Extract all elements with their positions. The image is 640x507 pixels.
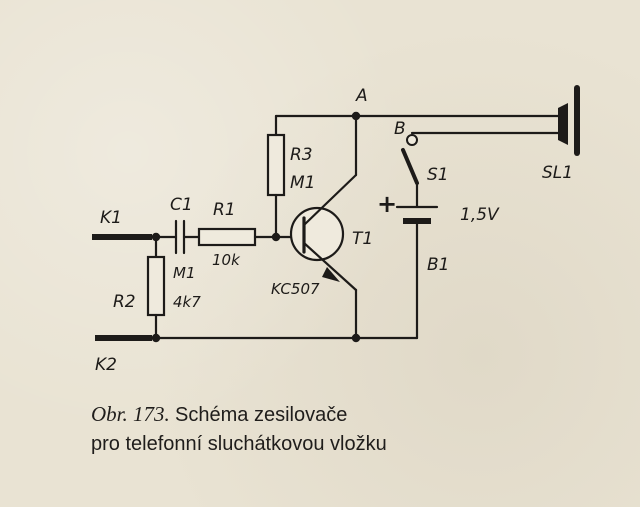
junction-emitter <box>351 333 361 343</box>
label-c1-value: M1 <box>173 264 196 282</box>
label-r3: R3 <box>290 145 313 165</box>
label-t1-type: KC507 <box>271 280 320 298</box>
label-sl1: SL1 <box>542 163 573 183</box>
caption-line-2: pro telefonní sluchátkovou vložku <box>91 433 387 455</box>
junction-k1 <box>151 232 161 242</box>
label-t1: T1 <box>352 229 373 249</box>
label-b1: B1 <box>427 255 449 275</box>
label-node-b: B <box>394 119 406 139</box>
transistor-t1-emitter-arrow <box>322 267 340 282</box>
switch-s1-lever <box>401 148 419 185</box>
transistor-t1-collector <box>302 173 358 227</box>
label-k1: K1 <box>100 208 122 228</box>
label-r2: R2 <box>113 292 136 312</box>
label-r1: R1 <box>213 200 236 220</box>
transistor-t1-emitter <box>302 241 358 292</box>
label-s1: S1 <box>427 165 449 185</box>
figure-caption: Obr. 173. Schéma zesilovače pro telefonn… <box>91 400 621 459</box>
junction-node-a <box>351 111 361 121</box>
caption-title: Schéma zesilovače <box>175 404 348 426</box>
caption-figure-number: Obr. 173. <box>91 402 170 426</box>
label-node-a: A <box>355 86 368 106</box>
label-b1-value: 1,5V <box>460 205 500 225</box>
resistor-r3 <box>266 133 286 197</box>
resistor-r1 <box>197 227 257 247</box>
resistor-r2 <box>146 255 166 317</box>
label-r1-value: 10k <box>212 251 241 269</box>
caption-line-1: Obr. 173. Schéma zesilovače <box>91 400 621 430</box>
switch-s1-contact <box>406 134 418 146</box>
label-battery-plus: + <box>377 190 397 218</box>
label-c1: C1 <box>170 195 193 215</box>
junction-base <box>271 232 281 242</box>
junction-k2 <box>151 333 161 343</box>
label-k2: K2 <box>95 355 117 375</box>
transistor-t1-body <box>289 206 345 262</box>
label-r3-value: M1 <box>290 173 315 193</box>
earphone-sl1-body <box>558 103 568 145</box>
label-r2-value: 4k7 <box>173 293 201 311</box>
